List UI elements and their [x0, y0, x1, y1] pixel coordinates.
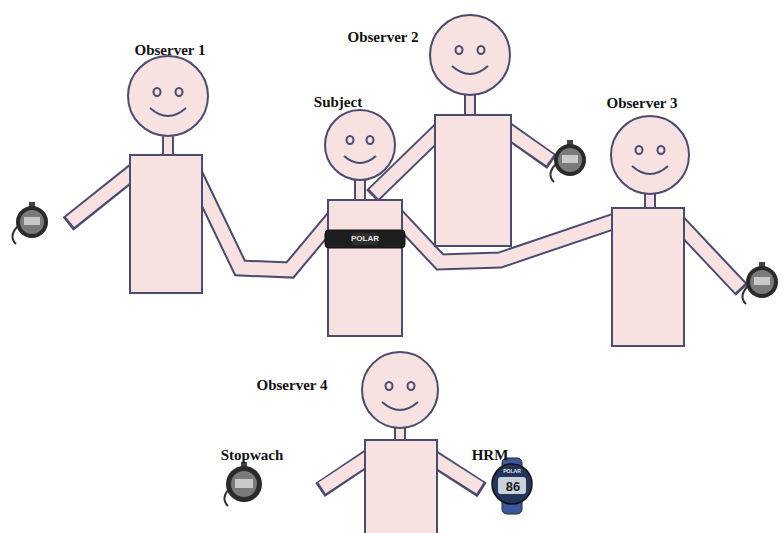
- face: [408, 382, 415, 390]
- stick-figure: [328, 200, 402, 336]
- face: [344, 156, 376, 163]
- arm-outline: [192, 168, 336, 270]
- stick-figure: [128, 15, 689, 533]
- figure-label: Observer 4: [257, 378, 328, 393]
- face: [632, 166, 668, 174]
- face: [386, 382, 393, 390]
- stopwatch: [554, 144, 586, 176]
- stick-figure: [612, 208, 684, 346]
- figure-label: Observer 3: [607, 96, 678, 111]
- face: [636, 146, 643, 154]
- face: [150, 46, 668, 410]
- stopwatch: [24, 217, 40, 225]
- figure-label: Observer 2: [348, 30, 419, 45]
- arm-fill: [192, 168, 336, 270]
- stick-figure: [645, 193, 655, 209]
- stopwatch: [550, 164, 556, 182]
- face: [382, 402, 418, 410]
- stick-figure: [611, 116, 689, 194]
- stopwatch: [742, 286, 748, 304]
- stick-figure: [430, 15, 510, 95]
- stick-figure: [130, 155, 202, 293]
- face: [367, 136, 374, 144]
- stopwatch: [754, 277, 770, 285]
- stopwatch: [235, 479, 253, 488]
- face: [176, 88, 183, 96]
- chest-strap: [352, 233, 378, 245]
- face: [347, 136, 354, 144]
- stick-figure: [435, 115, 511, 246]
- brand-mark: POLAR: [351, 235, 379, 243]
- heart-rate-monitor: [498, 477, 526, 494]
- stopwatch: [12, 226, 18, 244]
- arm-fill: [676, 220, 740, 288]
- chest-strap: [325, 230, 405, 248]
- stopwatch: [20, 210, 44, 234]
- stick-figure: [163, 134, 173, 156]
- stick-figure: [465, 94, 475, 116]
- face: [456, 46, 463, 54]
- face: [452, 66, 488, 74]
- face: [658, 146, 665, 154]
- face: [154, 88, 161, 96]
- face: [478, 46, 485, 54]
- stopwatch: [12, 140, 778, 506]
- figure-label: Observer 1: [135, 43, 206, 58]
- stopwatch: [224, 462, 262, 506]
- heart-rate-monitor: [492, 458, 532, 514]
- face: [150, 108, 186, 116]
- arm-outline: [676, 220, 742, 290]
- stick-figure: [362, 352, 438, 428]
- device-label: Stopwach: [221, 448, 284, 463]
- stopwatch: [746, 266, 778, 298]
- stopwatch: [12, 202, 48, 244]
- display-reading: 86: [506, 480, 520, 493]
- arm-outline: [68, 168, 138, 224]
- stick-figure: [325, 110, 395, 180]
- arm-fill: [70, 168, 138, 222]
- stopwatch: [562, 155, 578, 163]
- stick-figure: [355, 178, 365, 202]
- stopwatch: [16, 206, 48, 238]
- stick-figure: [365, 440, 437, 533]
- stopwatch: [231, 471, 257, 497]
- heart-rate-monitor: [492, 464, 532, 504]
- figure-label: Subject: [314, 95, 362, 110]
- stopwatch: [550, 140, 586, 182]
- stopwatch: [558, 148, 582, 172]
- stopwatch: [750, 270, 774, 294]
- brand-mark: POLAR: [503, 469, 521, 474]
- stopwatch: [742, 262, 778, 304]
- device-label: HRM: [472, 448, 509, 463]
- stick-figure: [128, 56, 208, 136]
- chest-strap: [325, 230, 405, 248]
- stopwatch: [226, 466, 262, 502]
